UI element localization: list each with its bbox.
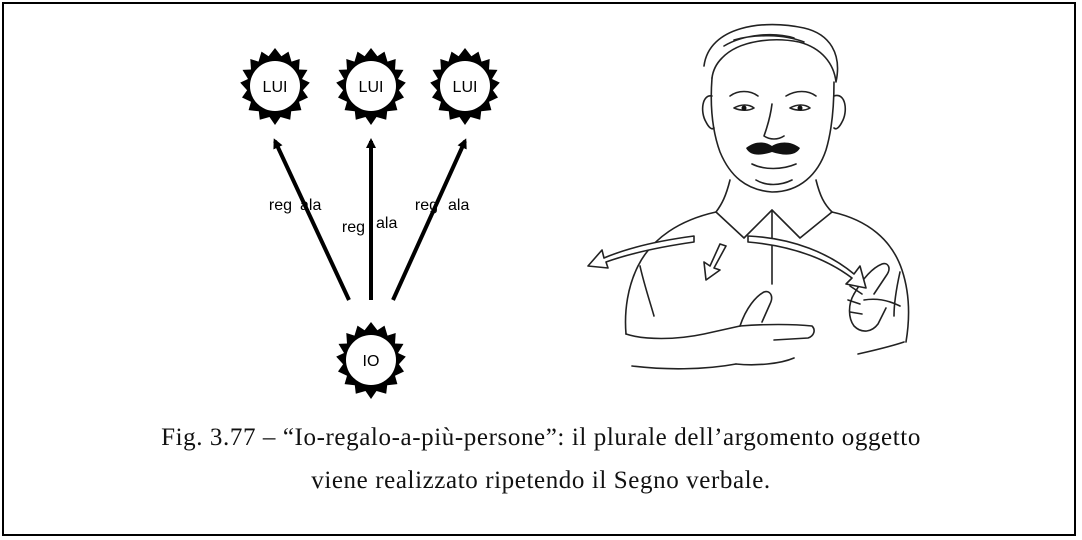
lui-label-2: LUI	[359, 79, 384, 96]
caption-line-2: viene realizzato ripetendo il Segno verb…	[311, 467, 771, 494]
caption-line-1: Fig. 3.77 – “Io-regalo-a-più-persone”: i…	[161, 424, 921, 451]
lui-node-3: LUI	[430, 48, 500, 125]
arrow-to-lui-1	[273, 138, 351, 301]
verb-agreement-diagram: LUI LUI LUI IO reg ala reg ala reg ala	[240, 48, 500, 399]
io-node: IO	[336, 322, 406, 399]
arrow-to-lui-3	[391, 138, 467, 301]
arrow-label-1-right: ala	[300, 197, 321, 214]
arrow-label-3-right: ala	[448, 197, 469, 214]
lui-node-1: LUI	[240, 48, 310, 125]
lui-label-3: LUI	[453, 79, 478, 96]
lui-label-1: LUI	[263, 79, 288, 96]
signing-man-illustration	[587, 23, 910, 370]
arrow-label-2-right: ala	[376, 215, 397, 232]
io-label: IO	[363, 353, 380, 370]
lui-node-2: LUI	[336, 48, 406, 125]
arrow-label-2-left: reg	[342, 219, 365, 236]
figure-caption: Fig. 3.77 – “Io-regalo-a-più-persone”: i…	[4, 416, 1078, 502]
arrow-label-3-left: reg	[415, 197, 438, 214]
arrow-label-1-left: reg	[269, 197, 292, 214]
